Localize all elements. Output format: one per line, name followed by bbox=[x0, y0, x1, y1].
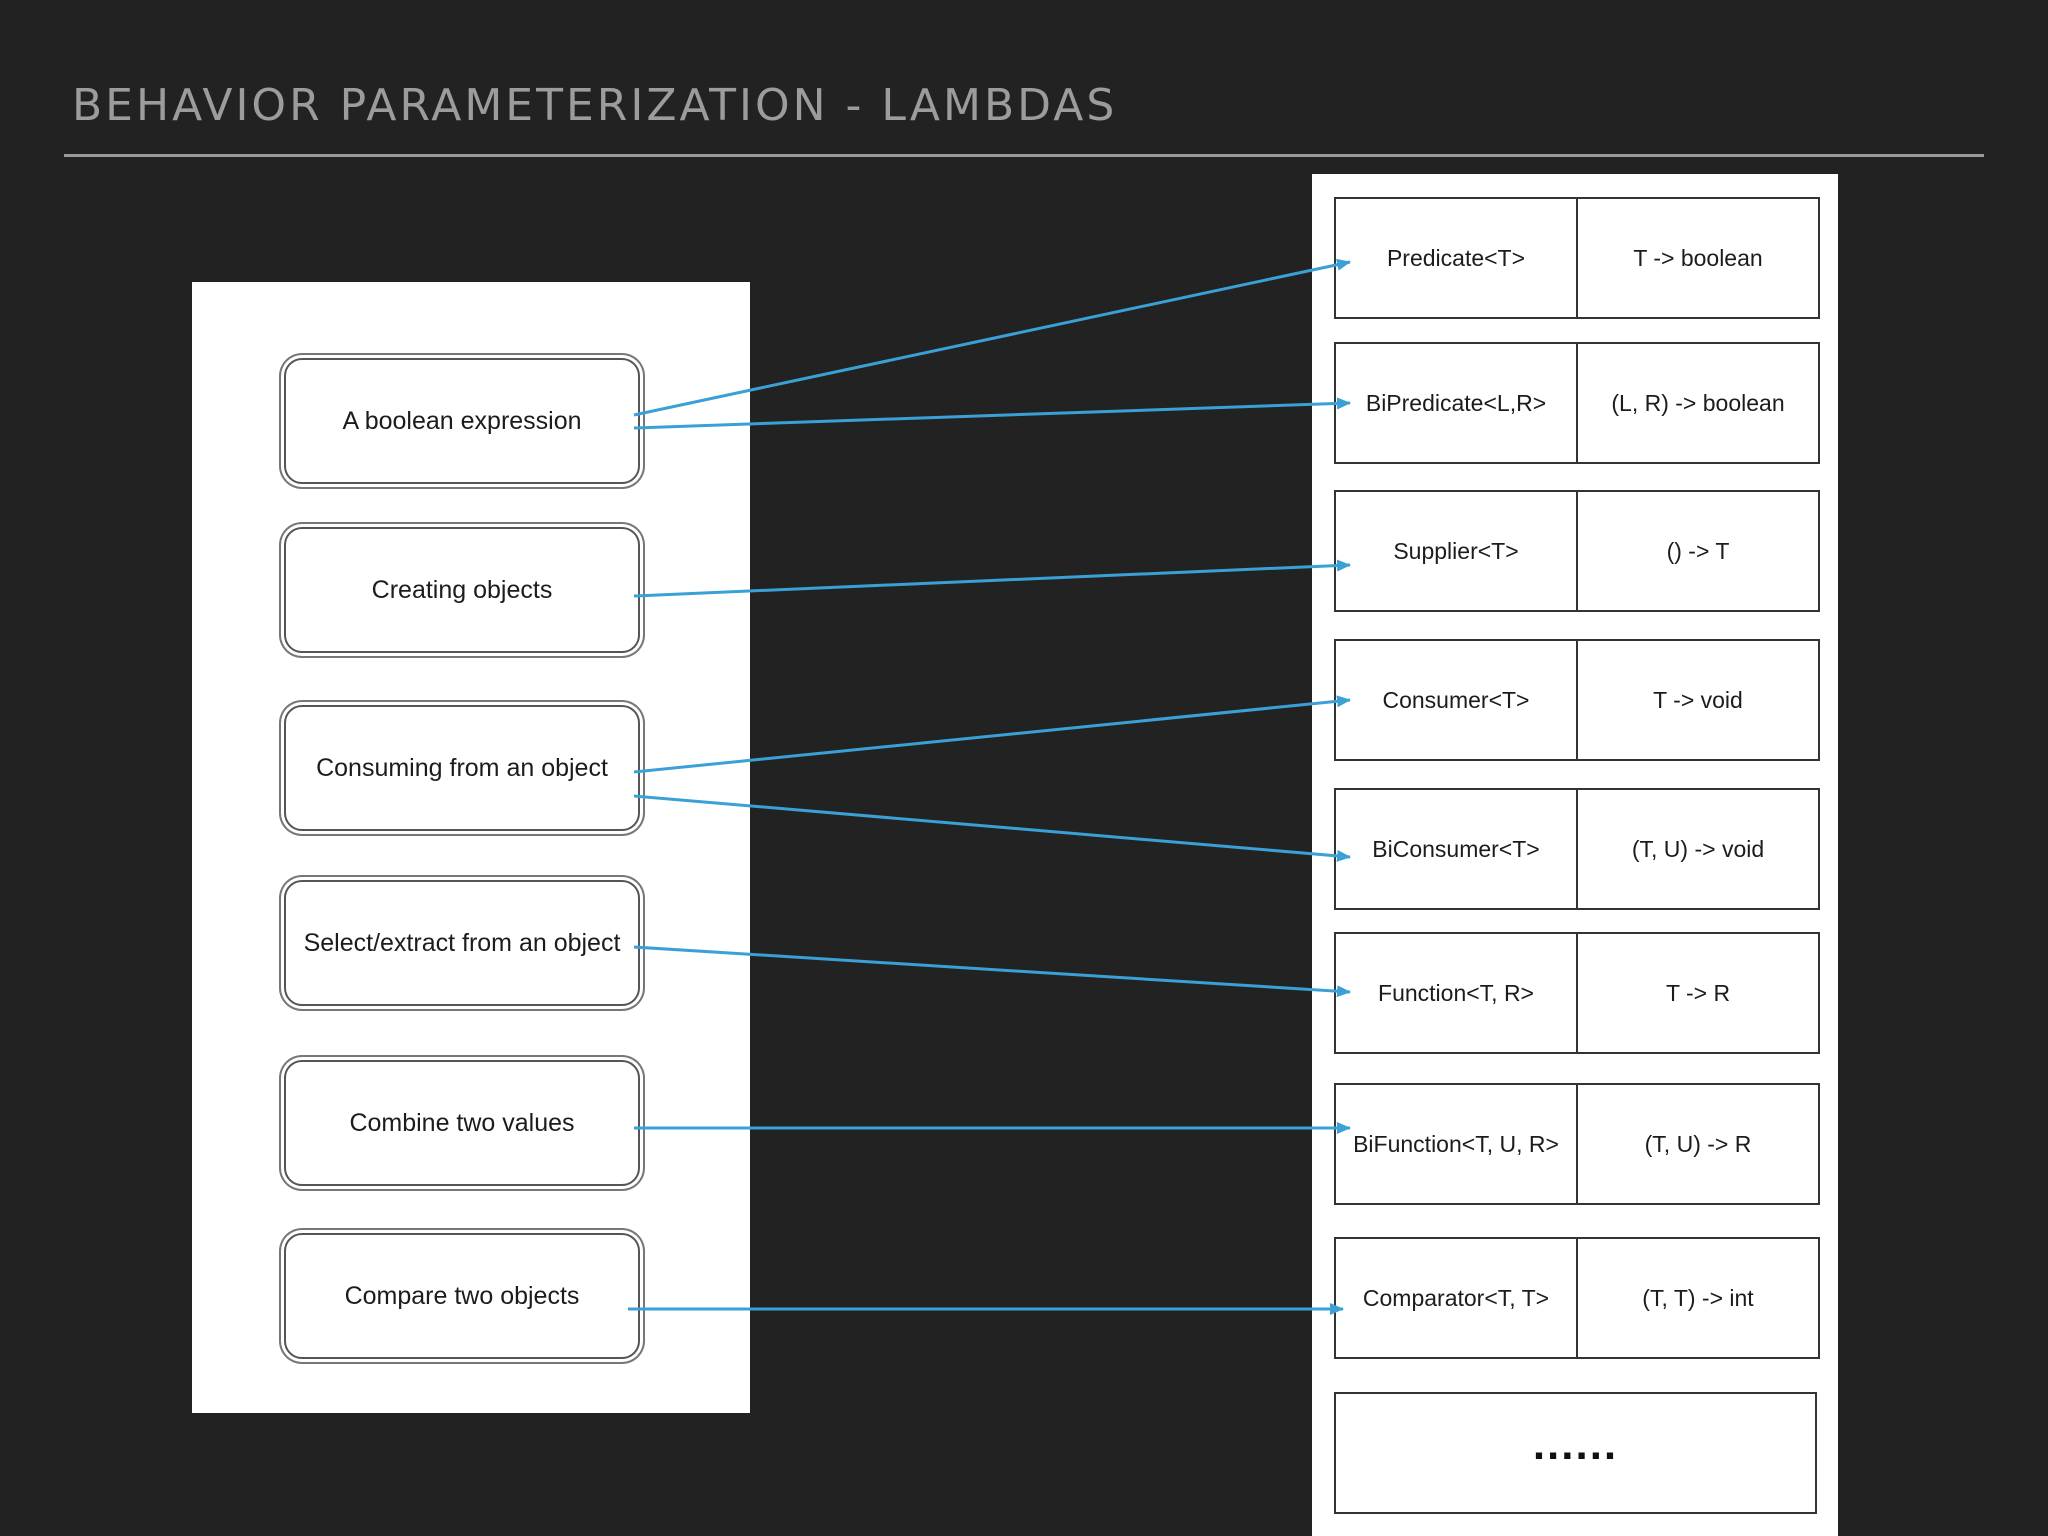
interface-signature: T -> R bbox=[1665, 979, 1731, 1006]
interface-name: BiPredicate<L,R> bbox=[1336, 344, 1578, 462]
use-case-consuming: Consuming from an object bbox=[284, 705, 640, 831]
use-case-combine-values: Combine two values bbox=[284, 1060, 640, 1186]
interface-row-consumer: Consumer<T> T -> void bbox=[1334, 639, 1820, 761]
interface-row-predicate: Predicate<T> T -> boolean bbox=[1334, 197, 1820, 319]
interface-signature: (L, R) -> boolean bbox=[1611, 389, 1785, 416]
interface-name: Supplier<T> bbox=[1336, 492, 1578, 610]
interface-name: BiFunction<T, U, R> bbox=[1336, 1085, 1578, 1203]
interface-row-comparator: Comparator<T, T> (T, T) -> int bbox=[1334, 1237, 1820, 1359]
interface-signature: () -> T bbox=[1666, 537, 1730, 564]
interface-row-function: Function<T, R> T -> R bbox=[1334, 932, 1820, 1054]
slide-title: BEHAVIOR PARAMETERIZATION - LAMBDAS bbox=[72, 80, 1118, 131]
arrow-boolean-to-predicate bbox=[633, 258, 1351, 417]
interface-row-bifunction: BiFunction<T, U, R> (T, U) -> R bbox=[1334, 1083, 1820, 1205]
use-case-boolean-expression: A boolean expression bbox=[284, 358, 640, 484]
interface-row-biconsumer: BiConsumer<T> (T, U) -> void bbox=[1334, 788, 1820, 910]
interface-name: Predicate<T> bbox=[1336, 199, 1578, 317]
more-interfaces-ellipsis: ...... bbox=[1532, 1420, 1619, 1469]
use-case-creating-objects: Creating objects bbox=[284, 527, 640, 653]
more-interfaces-row: ...... bbox=[1334, 1392, 1817, 1514]
interface-signature: (T, U) -> R bbox=[1644, 1130, 1752, 1157]
arrow-creating-to-supplier bbox=[633, 559, 1351, 598]
interface-row-supplier: Supplier<T> () -> T bbox=[1334, 490, 1820, 612]
interface-name: Function<T, R> bbox=[1336, 934, 1578, 1052]
arrow-consuming-to-biconsumer bbox=[633, 794, 1351, 862]
title-divider bbox=[64, 154, 1984, 157]
interface-signature: (T, U) -> void bbox=[1631, 835, 1765, 862]
interface-row-bipredicate: BiPredicate<L,R> (L, R) -> boolean bbox=[1334, 342, 1820, 464]
interface-name: BiConsumer<T> bbox=[1336, 790, 1578, 908]
arrow-consuming-to-consumer bbox=[633, 695, 1351, 774]
use-case-select-extract: Select/extract from an object bbox=[284, 880, 640, 1006]
interface-signature: T -> void bbox=[1653, 686, 1743, 713]
interface-name: Comparator<T, T> bbox=[1336, 1239, 1578, 1357]
use-case-compare-objects: Compare two objects bbox=[284, 1233, 640, 1359]
interface-name: Consumer<T> bbox=[1336, 641, 1578, 759]
interface-signature: T -> boolean bbox=[1633, 244, 1763, 271]
interface-signature: (T, T) -> int bbox=[1642, 1284, 1754, 1311]
arrow-select-to-function bbox=[633, 945, 1351, 998]
arrow-boolean-to-bipredicate bbox=[633, 397, 1351, 430]
